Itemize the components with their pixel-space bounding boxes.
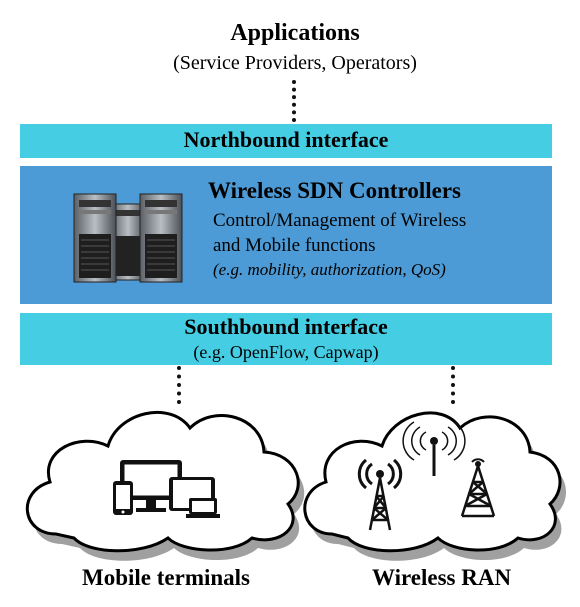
north-connector — [292, 80, 296, 122]
applications-title: Applications — [230, 20, 360, 46]
controller-line-2: and Mobile functions — [213, 235, 376, 256]
mobile-connector — [177, 366, 181, 404]
radio-tower-icon — [460, 458, 496, 518]
southbound-label: Southbound interface — [184, 314, 388, 339]
controller-examples: (e.g. mobility, authorization, QoS) — [213, 260, 446, 279]
applications-subtitle: (Service Providers, Operators) — [173, 52, 417, 74]
controller-line-1: Control/Management of Wireless — [213, 210, 467, 231]
radio-tower-icon — [402, 421, 466, 476]
northbound-band: Northbound interface — [20, 124, 552, 158]
controller-box: Wireless SDN Controllers Control/Managem… — [20, 166, 552, 304]
ran-connector — [451, 366, 455, 404]
northbound-label: Northbound interface — [183, 127, 389, 152]
radio-tower-icon — [357, 458, 403, 531]
southbound-band: Southbound interface (e.g. OpenFlow, Cap… — [20, 313, 552, 365]
server-rack-icon — [73, 193, 183, 283]
ran-cloud — [303, 411, 567, 561]
laptop-icon — [186, 498, 220, 518]
wireless-ran-label: Wireless RAN — [372, 565, 512, 590]
smartphone-icon — [113, 481, 133, 515]
controller-title: Wireless SDN Controllers — [208, 178, 461, 203]
mobile-terminals-label: Mobile terminals — [82, 565, 250, 590]
southbound-examples: (e.g. OpenFlow, Capwap) — [193, 342, 379, 362]
